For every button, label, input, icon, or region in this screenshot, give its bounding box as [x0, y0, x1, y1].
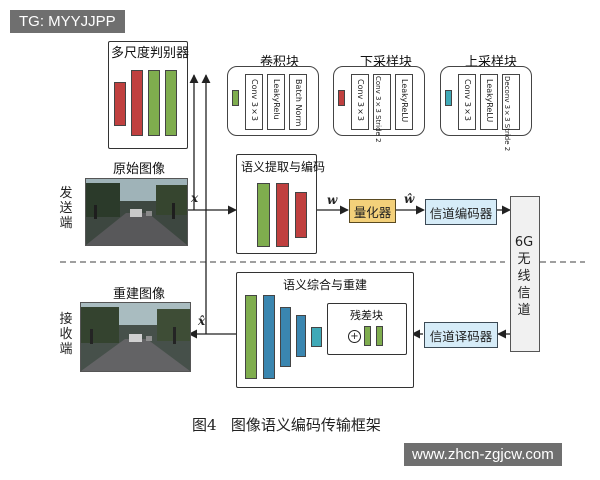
quantizer: 量化器 — [349, 199, 396, 223]
residual-layer-1 — [364, 326, 371, 346]
street-scene-image — [86, 179, 187, 245]
up-block: Conv 3×3 LeakyReLU Deconv 3×3 Stride 2 — [440, 66, 532, 152]
conv-block: Conv 3×3 LeakyRelu Batch Norm — [227, 66, 319, 136]
channel-decoder: 信道译码器 — [424, 322, 498, 348]
conv-label-3: Batch Norm — [294, 79, 303, 127]
decoder-layer-5 — [311, 327, 322, 347]
discriminator-layer-3 — [148, 70, 160, 136]
conv-layer-1 — [245, 74, 263, 130]
channel-encoder: 信道编码器 — [425, 199, 497, 225]
figure-caption: 图4 图像语义编码传输框架 — [192, 416, 381, 434]
sender-label: 发送端 — [59, 186, 73, 231]
extraction-panel: 语义提取与编码 — [236, 154, 325, 254]
watermark-bottom: www.zhcn-zgjcw.com — [404, 443, 562, 466]
x-hat-symbol: x̂ — [198, 314, 206, 328]
up-layer-2 — [480, 74, 498, 130]
discriminator-panel: 多尺度判别器 — [108, 41, 190, 149]
up-block-icon — [445, 90, 452, 106]
discriminator-title: 多尺度判别器 — [111, 46, 190, 61]
receiver-label: 接收端 — [59, 312, 73, 357]
decoder-layer-3 — [280, 307, 291, 367]
extraction-title: 语义提取与编码 — [241, 160, 326, 174]
reconstruction-title: 语义综合与重建 — [283, 278, 368, 292]
up-label-2: LeakyReLU — [485, 79, 494, 123]
decoder-layer-4 — [296, 315, 306, 357]
down-layer-2 — [373, 74, 391, 130]
discriminator-layer-1 — [114, 82, 126, 126]
wireless-channel — [510, 196, 540, 352]
reconstructed-street-scene-image — [81, 303, 190, 371]
down-layer-1 — [351, 74, 369, 130]
reconstructed-image-title: 重建图像 — [113, 287, 166, 302]
up-layer-3 — [502, 74, 520, 130]
discriminator-layer-2 — [131, 70, 143, 136]
up-layer-1 — [458, 74, 476, 130]
x-symbol: x — [191, 191, 199, 205]
wireless-channel-label: 6G无线信道 — [514, 235, 534, 318]
watermark-top: TG: MYYJJPP — [10, 10, 125, 33]
encoder-layer-3 — [295, 192, 307, 238]
down-block-icon — [338, 90, 345, 106]
residual-block: 残差块 + — [327, 303, 407, 355]
reconstructed-image — [80, 302, 191, 372]
conv-label-2: LeakyRelu — [272, 79, 281, 120]
down-layer-3 — [395, 74, 413, 130]
conv-label-1: Conv 3×3 — [250, 79, 259, 122]
encoder-layer-1 — [257, 183, 270, 247]
encoder-layer-2 — [276, 183, 289, 247]
down-block: Conv 3×3 Conv 3×3 Stride 2 LeakyReLU — [333, 66, 425, 143]
down-label-2: Conv 3×3 Stride 2 — [374, 76, 382, 143]
up-label-3: Deconv 3×3 Stride 2 — [503, 76, 511, 152]
residual-layer-2 — [376, 326, 383, 346]
decoder-layer-2 — [263, 295, 275, 379]
down-label-3: LeakyReLU — [400, 79, 409, 123]
conv-layer-3 — [289, 74, 307, 130]
original-image-title: 原始图像 — [113, 162, 166, 177]
conv-block-icon — [232, 90, 239, 106]
w-symbol: w — [327, 193, 338, 207]
reconstruction-panel: 语义综合与重建 残差块 + — [236, 272, 414, 388]
discriminator-layer-4 — [165, 70, 177, 136]
residual-add-icon: + — [348, 330, 361, 343]
conv-layer-2 — [267, 74, 285, 130]
up-label-1: Conv 3×3 — [463, 79, 472, 122]
residual-block-title: 残差块 — [350, 309, 383, 322]
original-image — [85, 178, 188, 246]
down-label-1: Conv 3×3 — [356, 79, 365, 122]
decoder-layer-1 — [245, 295, 257, 379]
w-hat-symbol: ŵ — [404, 192, 415, 206]
